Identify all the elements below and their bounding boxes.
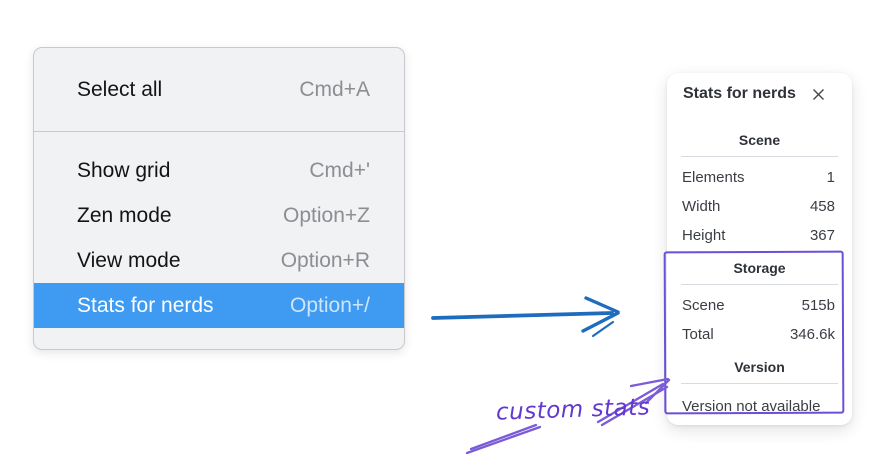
stats-panel-title: Stats for nerds — [683, 85, 796, 102]
menu-to-panel-arrow — [431, 296, 620, 338]
stat-row-total-storage: Total 346.6k — [679, 320, 840, 349]
stat-label: Elements — [682, 169, 745, 186]
stat-row-elements: Elements 1 — [679, 163, 840, 192]
menu-item-label: Show grid — [77, 158, 171, 182]
divider — [681, 156, 838, 157]
stat-row-height: Height 367 — [679, 221, 840, 250]
stat-label: Width — [682, 198, 721, 215]
menu-item-view-mode[interactable]: View mode Option+R — [34, 238, 404, 283]
menu-item-shortcut: Option+/ — [290, 293, 370, 317]
menu-item-show-grid[interactable]: Show grid Cmd+' — [34, 148, 404, 193]
menu-group-bottom: Show grid Cmd+' Zen mode Option+Z View m… — [34, 132, 404, 328]
menu-item-shortcut: Option+Z — [283, 203, 370, 227]
menu-item-label: View mode — [77, 248, 181, 272]
menu-item-shortcut: Cmd+A — [299, 77, 370, 101]
menu-item-label: Zen mode — [77, 203, 172, 227]
menu-item-shortcut: Cmd+' — [309, 158, 370, 182]
stat-row-scene-storage: Scene 515b — [679, 291, 840, 320]
stat-label: Total — [682, 326, 714, 343]
stat-value: 1 — [826, 169, 835, 186]
divider — [681, 284, 838, 285]
menu-group-top: Select all Cmd+A — [34, 48, 404, 131]
stat-label: Height — [682, 227, 726, 244]
stat-value: 515b — [801, 297, 835, 314]
section-header-storage: Storage — [733, 260, 786, 276]
menu-item-shortcut: Option+R — [280, 248, 370, 272]
close-icon[interactable] — [810, 86, 827, 103]
section-header-scene: Scene — [738, 132, 781, 148]
menu-item-select-all[interactable]: Select all Cmd+A — [34, 67, 404, 112]
custom-stats-annotation: custom stats — [495, 394, 651, 426]
context-menu: Select all Cmd+A Show grid Cmd+' Zen mod… — [33, 47, 405, 350]
stats-panel-header: Stats for nerds — [679, 85, 840, 103]
stat-value: 458 — [809, 198, 835, 215]
version-note: Version not available — [682, 398, 821, 415]
menu-item-stats-for-nerds[interactable]: Stats for nerds Option+/ — [34, 283, 404, 328]
menu-item-label: Stats for nerds — [77, 293, 214, 317]
stat-value: 367 — [809, 227, 835, 244]
stats-panel: Stats for nerds Scene Elements 1 Width 4… — [667, 73, 852, 425]
stat-label: Scene — [682, 297, 725, 314]
stat-value: 346.6k — [789, 326, 835, 343]
section-header-version: Version — [734, 359, 785, 375]
menu-separator — [34, 131, 404, 132]
menu-item-zen-mode[interactable]: Zen mode Option+Z — [34, 193, 404, 238]
stat-row-width: Width 458 — [679, 192, 840, 221]
divider — [681, 383, 838, 384]
menu-item-label: Select all — [77, 77, 163, 101]
